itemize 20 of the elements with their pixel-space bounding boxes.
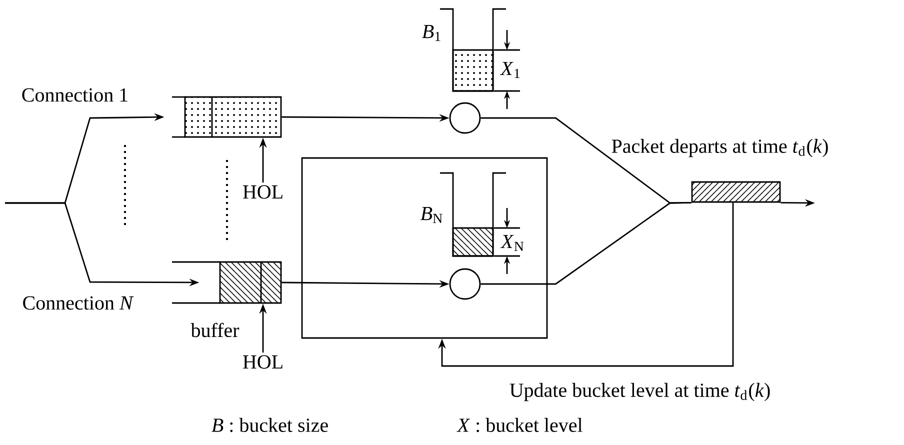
- hol-label: HOL: [243, 355, 282, 369]
- arrow: [438, 202, 734, 367]
- packet-bar: [691, 181, 781, 203]
- server-circle: [449, 268, 481, 300]
- packet-departure-label: Packet departs at time t$_{d}$(k): [612, 138, 828, 158]
- queue-buffer: [172, 96, 282, 138]
- buffer-label: buffer: [190, 322, 240, 338]
- bucket-size-label: B$_{N}$: [420, 206, 442, 224]
- hol-label: HOL: [243, 185, 282, 199]
- edge-label: Connection 1: [19, 86, 131, 104]
- server-circle: [449, 102, 481, 134]
- edge-label: Update bucket level at time t$_{d}$(k): [507, 380, 773, 404]
- queue-buffer: [172, 261, 282, 304]
- legend-text: X : bucket level: [456, 418, 582, 432]
- bucket-level-label: X$_{1}$: [500, 62, 520, 78]
- control-frame: [301, 157, 548, 339]
- edge-label: Connection N: [20, 294, 136, 312]
- legend-text: B : bucket size: [212, 418, 328, 432]
- bucket-level-label: X$_{N}$: [500, 234, 524, 252]
- bucket-size-label: B$_{1}$: [422, 24, 440, 42]
